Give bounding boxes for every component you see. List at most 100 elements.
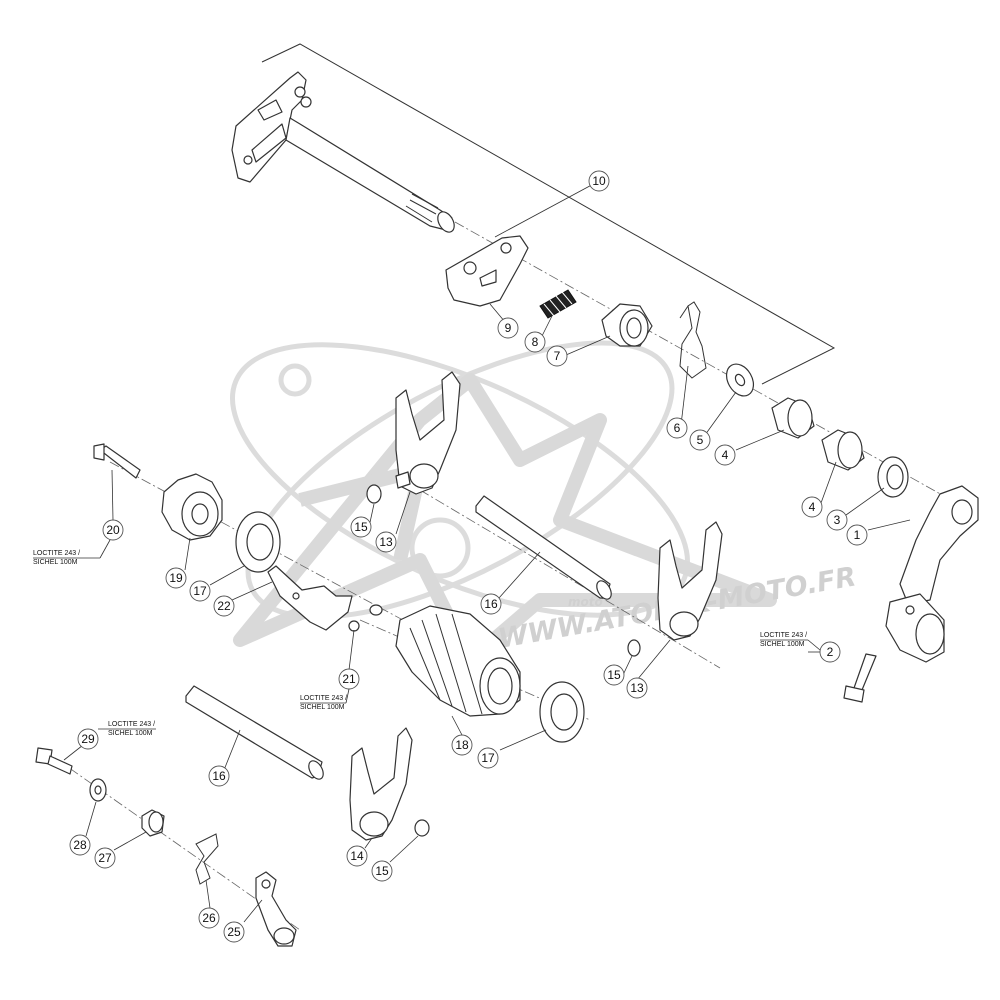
callout: 25 (223, 921, 245, 943)
note-line: LOCTITE 243 / (760, 632, 807, 639)
part-pin-15b (627, 639, 641, 657)
callout-label: 26 (202, 911, 216, 925)
callout-label: 15 (607, 668, 621, 682)
callout-label: 15 (354, 520, 368, 534)
callout: 19 (165, 567, 187, 589)
callout-label: 3 (834, 513, 841, 527)
callout: 1 (846, 524, 868, 546)
callout: 15 (350, 516, 372, 538)
part-collar (601, 303, 653, 347)
callout-label: 6 (674, 421, 681, 435)
part-shift-drum (395, 605, 521, 717)
part-arm-25 (255, 871, 297, 947)
callout: 5 (689, 429, 711, 451)
part-rod-16b (185, 685, 324, 780)
callout-label: 17 (481, 751, 495, 765)
note-line: LOCTITE 243 / (33, 550, 80, 557)
part-pin-15a (366, 484, 382, 504)
part-spring (539, 289, 577, 319)
part-washer-28 (89, 778, 107, 802)
part-bolt-20 (93, 443, 141, 479)
callout-label: 14 (350, 849, 364, 863)
note-loctite-2: LOCTITE 243 / SICHEL 100M (760, 632, 821, 651)
callout: 15 (371, 860, 393, 882)
callout: 4 (714, 444, 736, 466)
part-shift-plate (445, 235, 529, 307)
note-loctite-20: LOCTITE 243 / SICHEL 100M (33, 539, 111, 566)
callout-label: 4 (722, 448, 729, 462)
part-bolt-29 (35, 747, 73, 775)
callout-label: 13 (379, 535, 393, 549)
callout: 27 (94, 847, 116, 869)
callout-group: 1 2 3 4 4 5 6 7 8 9 10 13 13 14 15 15 15… (69, 170, 868, 943)
callout: 13 (626, 677, 648, 699)
callout: 7 (546, 345, 568, 367)
callout-label: 20 (106, 523, 120, 537)
callout-label: 8 (532, 335, 539, 349)
callout-label: 22 (217, 599, 231, 613)
callout-label: 16 (484, 597, 498, 611)
part-shift-drum-star (161, 473, 223, 541)
callout: 20 (102, 519, 124, 541)
callout-label: 4 (809, 500, 816, 514)
callout-label: 1 (854, 528, 861, 542)
callout: 15 (603, 664, 625, 686)
callout-label: 10 (592, 174, 606, 188)
callout: 14 (346, 845, 368, 867)
callout: 17 (189, 580, 211, 602)
part-rod-16a (475, 495, 612, 600)
note-line: SICHEL 100M (33, 559, 78, 566)
note-line: SICHEL 100M (300, 704, 345, 711)
callout-label: 7 (554, 349, 561, 363)
callout: 29 (77, 728, 99, 750)
part-bracket-22 (267, 565, 353, 631)
callout: 6 (666, 417, 688, 439)
callout-label: 5 (697, 433, 704, 447)
callout: 18 (451, 734, 473, 756)
callout-label: 19 (169, 571, 183, 585)
callout-label: 28 (73, 838, 87, 852)
callout: 16 (208, 765, 230, 787)
leader-lines (63, 180, 911, 923)
part-shift-shaft (231, 71, 455, 233)
callout: 8 (524, 331, 546, 353)
part-hairpin-clip-26 (195, 833, 219, 885)
note-line: LOCTITE 243 / (108, 721, 155, 728)
callout: 4 (801, 496, 823, 518)
note-line: SICHEL 100M (760, 641, 805, 648)
part-bearing-4b (821, 429, 865, 471)
callout: 16 (480, 593, 502, 615)
callout: 26 (198, 907, 220, 929)
callout-label: 18 (455, 738, 469, 752)
callout-label: 16 (212, 769, 226, 783)
part-hairpin-clip (679, 301, 707, 379)
part-shift-fork-14 (349, 727, 413, 841)
part-bolt-2 (843, 653, 877, 703)
note-line: SICHEL 100M (108, 730, 153, 737)
part-shift-fork-13a (395, 371, 461, 495)
note-loctite-29: LOCTITE 243 / SICHEL 100M (98, 721, 156, 737)
part-shift-fork-13b (657, 521, 723, 641)
part-bushing-27 (141, 809, 165, 837)
part-screw-21 (348, 604, 383, 632)
part-washer-5 (725, 363, 755, 397)
callout: 13 (375, 531, 397, 553)
callout-label: 21 (342, 672, 356, 686)
part-seal-3 (877, 456, 909, 498)
callout-label: 29 (81, 732, 95, 746)
note-line: LOCTITE 243 / (300, 695, 347, 702)
callout-label: 9 (505, 321, 512, 335)
callout: 22 (213, 595, 235, 617)
watermark-small-text: moto (568, 595, 603, 609)
part-bearing-4a (771, 397, 815, 439)
callout-label: 25 (227, 925, 241, 939)
callout: 2 (819, 641, 841, 663)
callout-label: 27 (98, 851, 112, 865)
callout: 3 (826, 509, 848, 531)
note-loctite-21: LOCTITE 243 / SICHEL 100M (300, 688, 350, 711)
callout: 9 (497, 317, 519, 339)
part-pin-15c (414, 819, 430, 837)
callout: 21 (338, 668, 360, 690)
callout-label: 17 (193, 584, 207, 598)
